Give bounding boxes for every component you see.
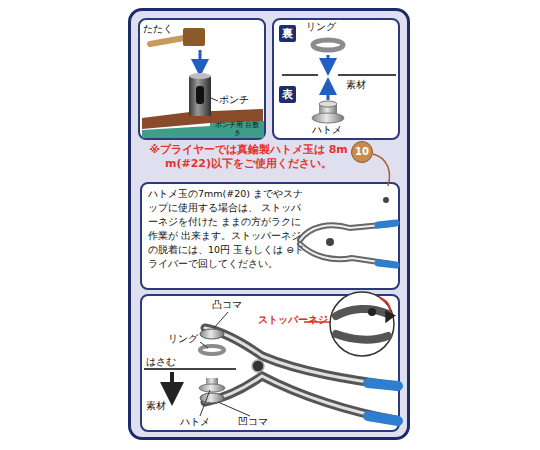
part-label: 素材: [146, 400, 176, 412]
side-badge: 表: [279, 86, 296, 103]
part-label: ハトメ: [312, 124, 352, 136]
part-label: リング: [168, 333, 202, 345]
part-label: ハトメ: [180, 416, 220, 428]
coin: 10: [351, 141, 373, 163]
coin-text: 10: [351, 146, 373, 158]
part-label: リング: [306, 21, 346, 33]
note-box: ハトメ玉の7mm(#20) までやスナップに使用する場合は、 ストッパーネジを付…: [140, 182, 400, 290]
part-label: ストッパーネジ: [258, 314, 338, 326]
part-label: はさむ: [146, 356, 180, 368]
side-badge: 裏: [279, 25, 296, 42]
part-label: たたく: [143, 23, 183, 35]
part-label: ポンチ: [219, 94, 263, 106]
part-label: 素材: [146, 102, 176, 114]
instruction-text: ハトメ玉の7mm(#20) までやスナップに使用する場合は、 ストッパーネジを付…: [148, 187, 306, 271]
punch-mat: ポンチ用 台敷き: [210, 121, 264, 138]
part-label: 凸コマ: [212, 299, 252, 311]
pliers-box: 凸コマストッパーネジリングはさむ素材ハトメ 凹コマ: [140, 294, 400, 432]
part-label: 素材: [346, 79, 376, 91]
part-label: ポンチ用 台敷き: [212, 121, 262, 137]
part-label: 凹コマ: [238, 416, 278, 428]
step-box: たたくポンチ素材ポンチ用 台敷き: [138, 18, 266, 140]
warning-note: ※プライヤーでは真鍮製ハトメ玉は 8mm(#22)以下をご使用ください。: [146, 143, 351, 171]
step-box: リング素材ハトメ 裏表: [272, 18, 400, 140]
badge-text: 表: [279, 88, 296, 101]
panel: ※プライヤーでは真鍮製ハトメ玉は 8mm(#22)以下をご使用ください。 たたくポ…: [128, 8, 410, 440]
badge-text: 裏: [279, 27, 296, 40]
